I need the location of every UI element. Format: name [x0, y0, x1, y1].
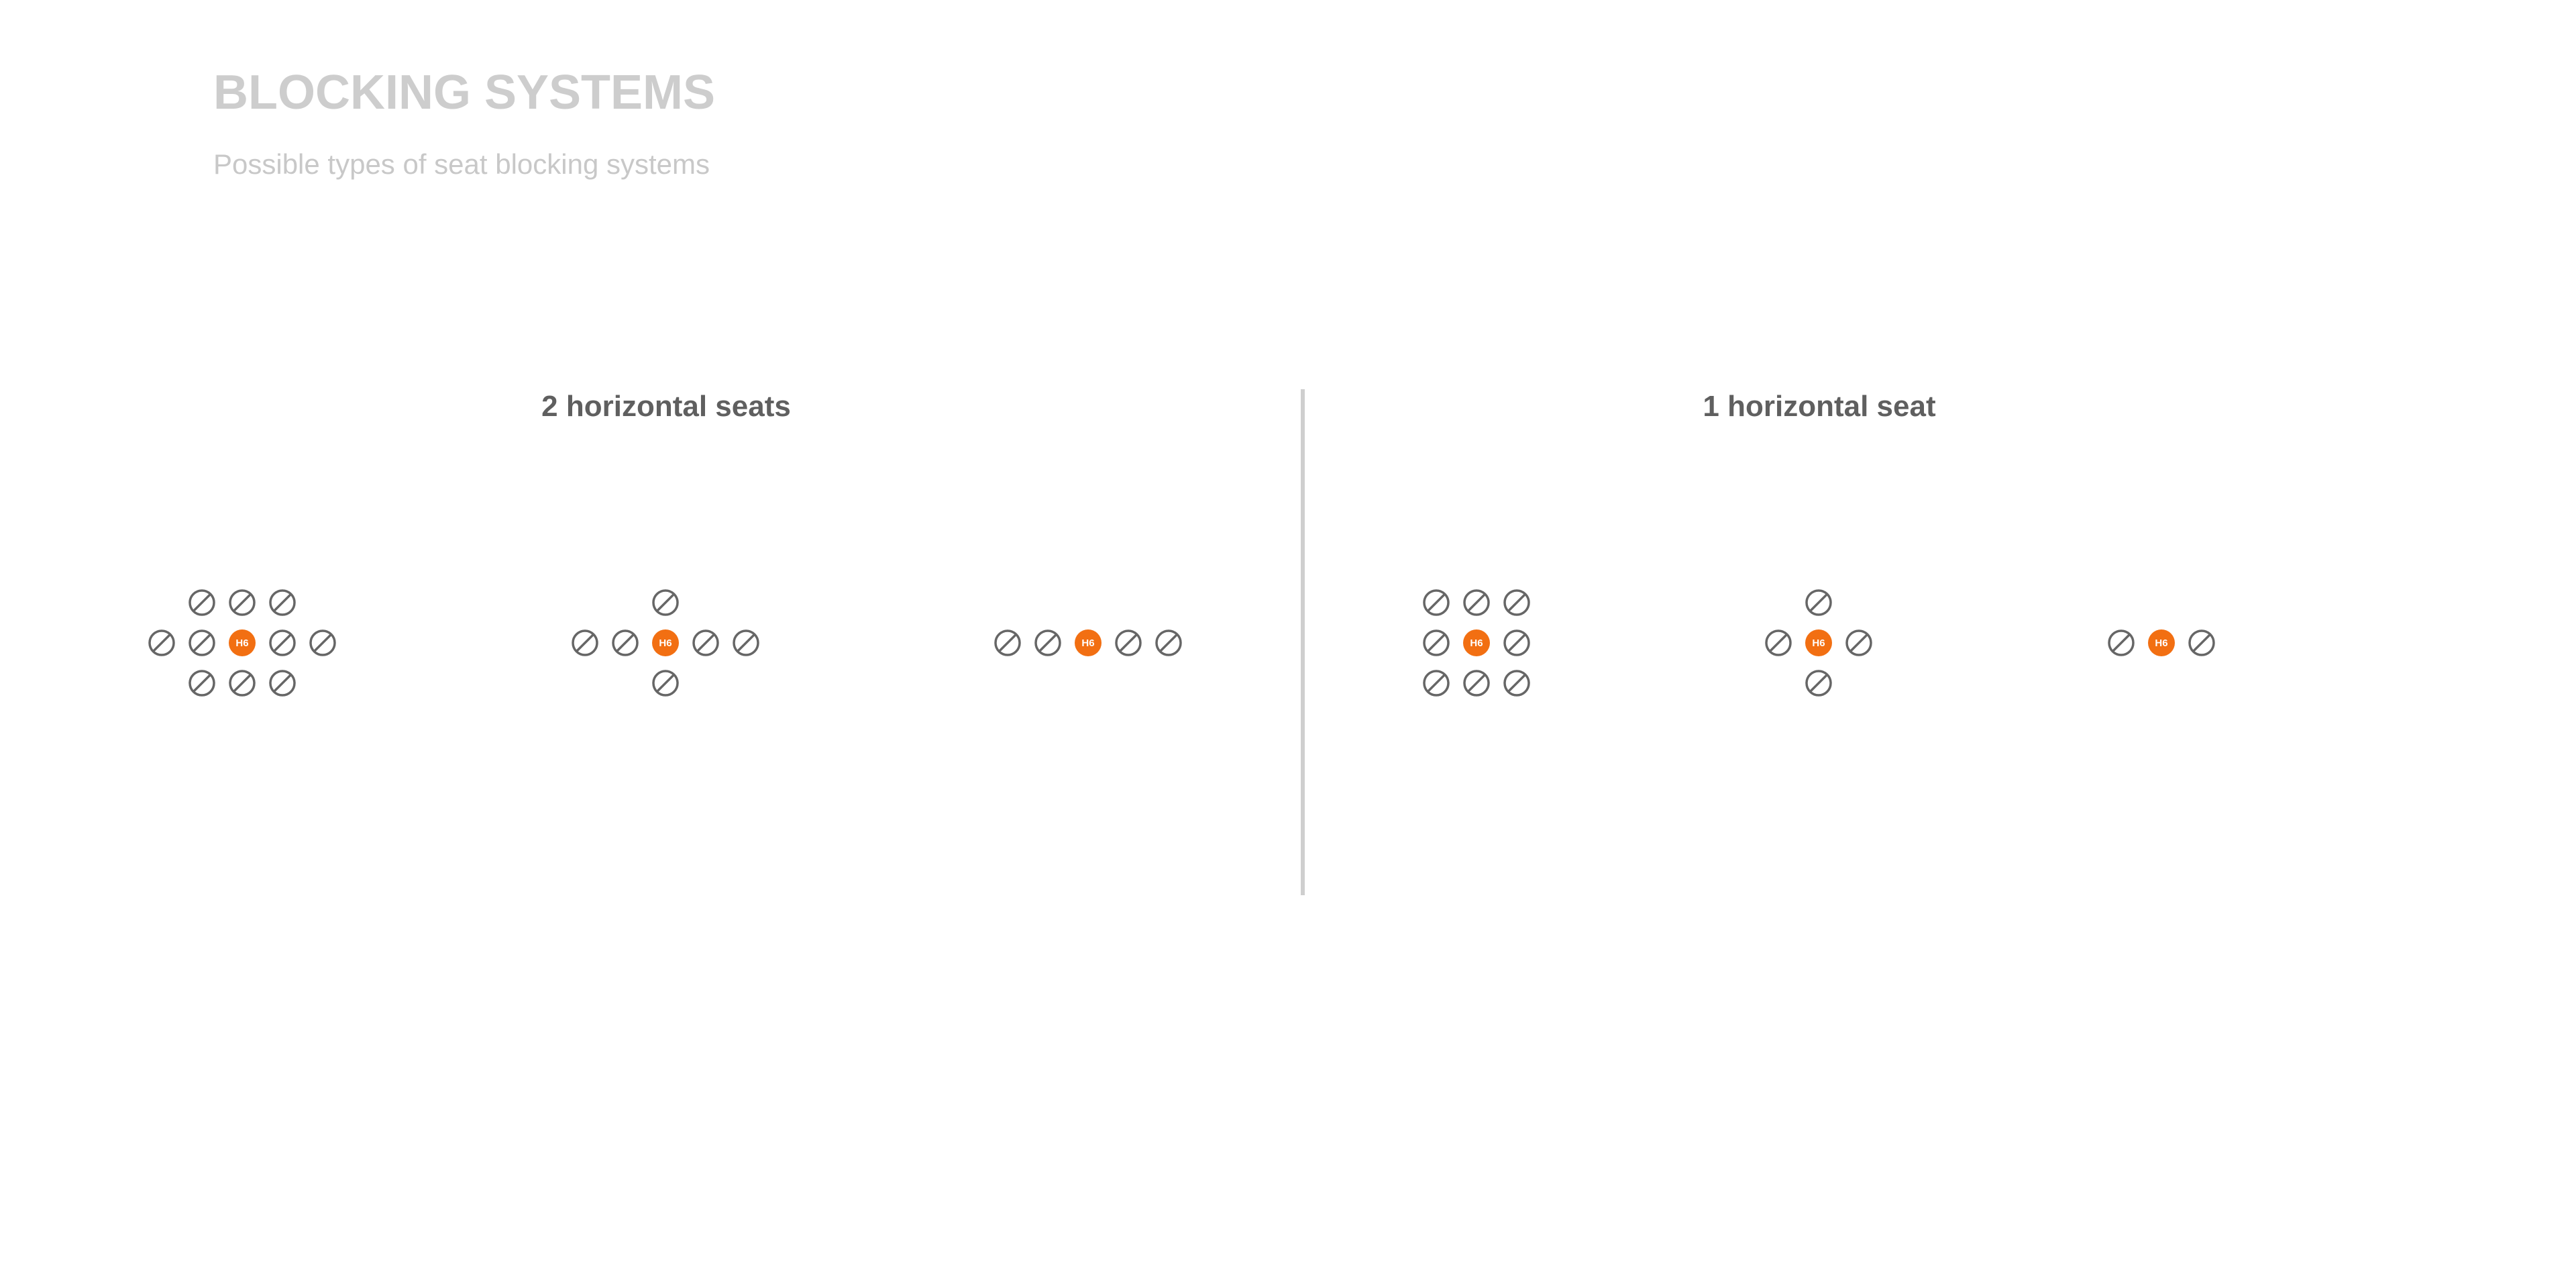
selected-seat: H6	[1463, 629, 1490, 656]
page-subtitle: Possible types of seat blocking systems	[213, 148, 710, 180]
blocked-seat-icon	[612, 629, 639, 656]
selected-seat-label: H6	[1470, 638, 1483, 649]
selected-seat-circle	[2148, 629, 2175, 656]
blocked-seat-icon	[309, 629, 336, 656]
blocked-seat-icon	[994, 629, 1021, 656]
seat-pattern: H6	[1765, 589, 1872, 697]
selected-seat: H6	[652, 629, 679, 656]
blocked-seat-icon	[1423, 589, 1450, 616]
blocked-seat-icon	[2108, 629, 2135, 656]
blocked-seat-icon	[269, 670, 296, 697]
seat-pattern: H6	[1423, 589, 1530, 697]
blocked-seat-icon	[572, 629, 598, 656]
selected-seat-label: H6	[235, 638, 248, 649]
selected-seat-circle	[229, 629, 256, 656]
blocked-seat-icon	[269, 629, 296, 656]
blocked-seat-icon	[148, 629, 175, 656]
blocked-seat-icon	[1034, 629, 1061, 656]
selected-seat-label: H6	[1081, 638, 1094, 649]
selected-seat-circle	[1805, 629, 1832, 656]
selected-seat: H6	[2148, 629, 2175, 656]
selected-seat-circle	[652, 629, 679, 656]
selected-seat-label: H6	[2155, 638, 2167, 649]
blocked-seat-icon	[189, 589, 215, 616]
page-title: BLOCKING SYSTEMS	[213, 66, 716, 119]
blocked-seat-icon	[1463, 589, 1490, 616]
blocked-seat-icon	[1503, 629, 1530, 656]
selected-seat-circle	[1463, 629, 1490, 656]
blocked-seat-icon	[189, 670, 215, 697]
blocked-seat-icon	[1463, 670, 1490, 697]
selected-seat: H6	[1805, 629, 1832, 656]
section-divider	[1301, 389, 1305, 895]
selected-seat-circle	[1075, 629, 1102, 656]
section-title-1-horizontal-seat: 1 horizontal seat	[1703, 390, 1936, 423]
blocked-seat-icon	[1845, 629, 1872, 656]
blocked-seat-icon	[2188, 629, 2215, 656]
blocked-seat-icon	[1805, 670, 1832, 697]
seat-pattern: H6	[572, 589, 759, 697]
blocked-seat-icon	[1765, 629, 1792, 656]
selected-seat-label: H6	[1812, 638, 1825, 649]
blocked-seat-icon	[229, 589, 256, 616]
blocked-seat-icon	[652, 670, 679, 697]
blocked-seat-icon	[1805, 589, 1832, 616]
blocked-seat-icon	[1503, 589, 1530, 616]
seat-pattern: H6	[148, 589, 336, 697]
blocked-seat-icon	[1423, 629, 1450, 656]
blocked-seat-icon	[269, 589, 296, 616]
blocked-seat-icon	[189, 629, 215, 656]
blocked-seat-icon	[733, 629, 759, 656]
blocked-seat-icon	[1115, 629, 1142, 656]
blocked-seat-icon	[1503, 670, 1530, 697]
blocked-seat-icon	[1155, 629, 1182, 656]
seat-pattern: H6	[2108, 629, 2215, 656]
selected-seat: H6	[1075, 629, 1102, 656]
selected-seat-label: H6	[659, 638, 672, 649]
blocked-seat-icon	[229, 670, 256, 697]
seat-pattern: H6	[994, 629, 1182, 656]
selected-seat: H6	[229, 629, 256, 656]
section-title-2-horizontal-seats: 2 horizontal seats	[541, 390, 791, 423]
blocked-seat-icon	[652, 589, 679, 616]
blocked-seat-icon	[692, 629, 719, 656]
blocked-seat-icon	[1423, 670, 1450, 697]
